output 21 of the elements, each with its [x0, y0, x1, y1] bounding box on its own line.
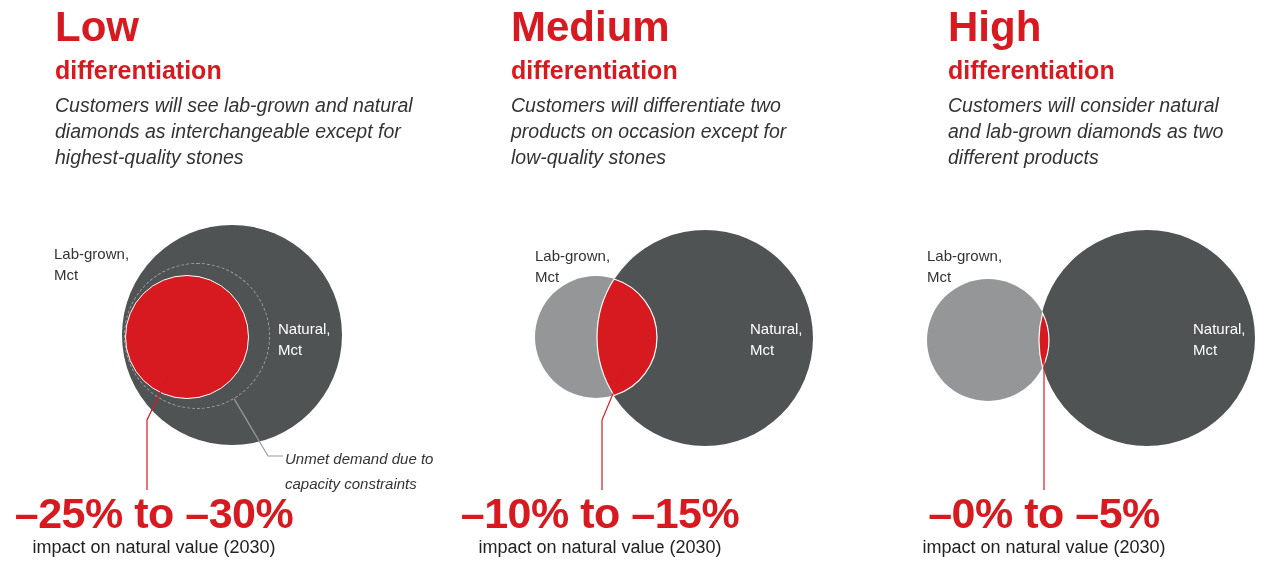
- circle-label: Natural, Mct: [750, 319, 804, 360]
- circle-label: Lab-grown, Mct: [54, 244, 131, 285]
- circle-label: Lab-grown, Mct: [535, 246, 612, 287]
- description: Customers will consider natural and lab-grown diamonds as two different products: [948, 93, 1225, 170]
- impact-caption: impact on natural value (2030): [32, 536, 276, 558]
- circle-label: Natural, Mct: [1193, 319, 1247, 360]
- impact-caption: impact on natural value (2030): [922, 536, 1166, 558]
- heading: High: [948, 4, 1042, 50]
- impact-caption: impact on natural value (2030): [478, 536, 722, 558]
- impact-value: –0% to –5%: [928, 490, 1160, 536]
- leader-line: [233, 398, 284, 457]
- circle-label: Natural, Mct: [278, 319, 332, 360]
- subheading: differentiation: [511, 55, 678, 85]
- circle-label: Lab-grown, Mct: [927, 246, 1004, 287]
- subheading: differentiation: [948, 55, 1115, 85]
- heading: Low: [55, 4, 139, 50]
- heading: Medium: [511, 4, 670, 50]
- description: Customers will differentiate two products on occasion except for low-quality stones: [511, 93, 788, 170]
- impact-value: –10% to –15%: [460, 490, 740, 536]
- description: Customers will see lab-grown and natural diamonds as interchangeable except for highest-quality stones: [55, 93, 414, 170]
- subheading: differentiation: [55, 55, 222, 85]
